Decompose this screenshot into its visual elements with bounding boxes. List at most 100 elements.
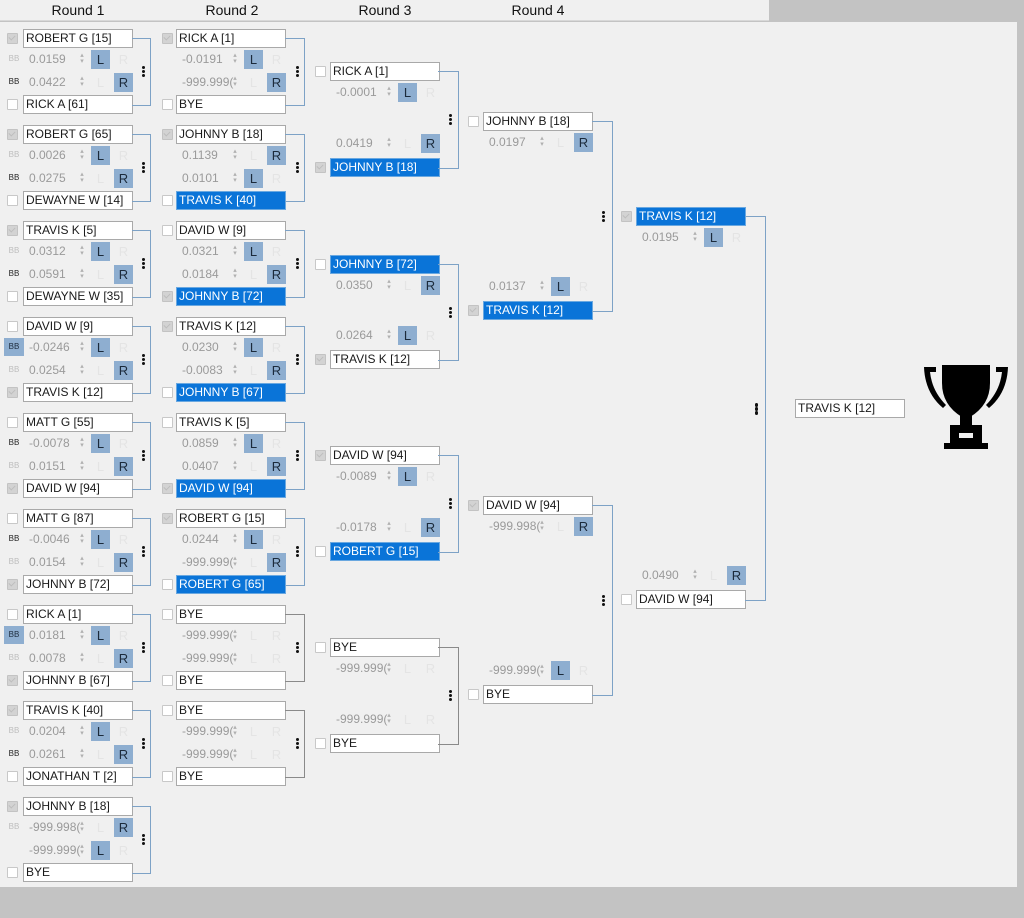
spinner-icon[interactable]: ▴▾ [539, 135, 545, 150]
spinner-icon[interactable]: ▴▾ [79, 75, 85, 90]
entrant-name-field[interactable]: TRAVIS K [40] [176, 191, 286, 210]
spin-up-icon[interactable]: ▴ [80, 628, 84, 635]
spin-down-icon[interactable]: ▾ [233, 442, 237, 449]
bb-toggle-button[interactable]: BB [8, 269, 20, 278]
entrant-name-field[interactable]: TRAVIS K [40] [23, 701, 133, 720]
advance-checkbox[interactable] [7, 483, 18, 494]
advance-checkbox[interactable] [315, 642, 326, 653]
pick-right-button[interactable]: R [118, 244, 129, 259]
spin-up-icon[interactable]: ▴ [80, 52, 84, 59]
pick-left-button[interactable]: L [244, 338, 263, 357]
pick-left-button[interactable]: L [244, 242, 263, 261]
spin-up-icon[interactable]: ▴ [387, 661, 391, 668]
spin-down-icon[interactable]: ▾ [387, 142, 391, 149]
spinner-icon[interactable]: ▴▾ [79, 532, 85, 547]
pick-left-button[interactable]: L [249, 651, 258, 666]
spin-up-icon[interactable]: ▴ [80, 75, 84, 82]
advance-checkbox[interactable] [162, 771, 173, 782]
advance-checkbox[interactable] [162, 609, 173, 620]
spinner-icon[interactable]: ▴▾ [386, 328, 392, 343]
spinner-icon[interactable]: ▴▾ [232, 532, 238, 547]
spin-down-icon[interactable]: ▾ [233, 273, 237, 280]
pick-left-button[interactable]: L [91, 434, 110, 453]
advance-checkbox[interactable] [468, 116, 479, 127]
spin-up-icon[interactable]: ▴ [233, 171, 237, 178]
spinner-icon[interactable]: ▴▾ [79, 724, 85, 739]
pick-right-button[interactable]: R [578, 279, 589, 294]
entrant-name-field[interactable]: RICK A [1] [23, 605, 133, 624]
spin-up-icon[interactable]: ▴ [540, 519, 544, 526]
entrant-name-field[interactable]: BYE [176, 701, 286, 720]
pick-right-button[interactable]: R [114, 745, 133, 764]
pick-left-button[interactable]: L [96, 651, 105, 666]
spin-down-icon[interactable]: ▾ [233, 81, 237, 88]
advance-checkbox[interactable] [7, 801, 18, 812]
spin-up-icon[interactable]: ▴ [80, 459, 84, 466]
spin-down-icon[interactable]: ▾ [233, 657, 237, 664]
advance-checkbox[interactable] [7, 129, 18, 140]
score-value[interactable]: 0.0407 [182, 459, 219, 473]
bb-toggle-button[interactable]: BB [8, 557, 20, 566]
score-value[interactable]: -999.999( [182, 747, 234, 761]
entrant-name-field[interactable]: JOHNNY B [67] [176, 383, 286, 402]
pick-left-button[interactable]: L [91, 722, 110, 741]
advance-checkbox[interactable] [621, 211, 632, 222]
spin-up-icon[interactable]: ▴ [540, 135, 544, 142]
advance-checkbox[interactable] [315, 450, 326, 461]
spinner-icon[interactable]: ▴▾ [692, 568, 698, 583]
pick-right-button[interactable]: R [114, 457, 133, 476]
spinner-icon[interactable]: ▴▾ [232, 628, 238, 643]
spinner-icon[interactable]: ▴▾ [386, 520, 392, 535]
pick-right-button[interactable]: R [118, 436, 129, 451]
entrant-name-field[interactable]: BYE [176, 767, 286, 786]
more-options-icon[interactable] [142, 642, 146, 654]
pick-right-button[interactable]: R [574, 517, 593, 536]
score-value[interactable]: 0.0195 [642, 230, 679, 244]
bb-toggle-button[interactable]: BB [4, 338, 24, 356]
score-value[interactable]: -999.999( [182, 651, 234, 665]
entrant-name-field[interactable]: TRAVIS K [5] [23, 221, 133, 240]
pick-right-button[interactable]: R [421, 134, 440, 153]
spinner-icon[interactable]: ▴▾ [232, 363, 238, 378]
pick-right-button[interactable]: R [271, 52, 282, 67]
spin-up-icon[interactable]: ▴ [693, 230, 697, 237]
more-options-icon[interactable] [296, 354, 300, 366]
spin-down-icon[interactable]: ▾ [387, 284, 391, 291]
spin-up-icon[interactable]: ▴ [80, 820, 84, 827]
advance-checkbox[interactable] [315, 162, 326, 173]
spin-up-icon[interactable]: ▴ [233, 747, 237, 754]
spin-down-icon[interactable]: ▾ [80, 250, 84, 257]
spin-down-icon[interactable]: ▾ [233, 730, 237, 737]
score-value[interactable]: 0.0154 [29, 555, 66, 569]
pick-left-button[interactable]: L [249, 724, 258, 739]
pick-right-button[interactable]: R [271, 651, 282, 666]
pick-left-button[interactable]: L [249, 267, 258, 282]
advance-checkbox[interactable] [7, 867, 18, 878]
more-options-icon[interactable] [296, 738, 300, 750]
pick-right-button[interactable]: R [271, 747, 282, 762]
spinner-icon[interactable]: ▴▾ [539, 279, 545, 294]
pick-right-button[interactable]: R [425, 469, 436, 484]
spin-up-icon[interactable]: ▴ [80, 148, 84, 155]
score-value[interactable]: -0.0083 [182, 363, 223, 377]
spin-up-icon[interactable]: ▴ [233, 340, 237, 347]
score-value[interactable]: 0.0026 [29, 148, 66, 162]
spinner-icon[interactable]: ▴▾ [232, 555, 238, 570]
pick-left-button[interactable]: L [96, 747, 105, 762]
entrant-name-field[interactable]: ROBERT G [65] [23, 125, 133, 144]
spin-up-icon[interactable]: ▴ [233, 75, 237, 82]
advance-checkbox[interactable] [7, 417, 18, 428]
champion-name[interactable]: TRAVIS K [12] [795, 399, 905, 418]
score-value[interactable]: -0.0191 [182, 52, 223, 66]
entrant-name-field[interactable]: BYE [176, 95, 286, 114]
spinner-icon[interactable]: ▴▾ [386, 278, 392, 293]
entrant-name-field[interactable]: TRAVIS K [5] [176, 413, 286, 432]
entrant-name-field[interactable]: JOHNNY B [18] [176, 125, 286, 144]
spin-up-icon[interactable]: ▴ [233, 651, 237, 658]
pick-left-button[interactable]: L [249, 459, 258, 474]
pick-left-button[interactable]: L [91, 338, 110, 357]
spin-down-icon[interactable]: ▾ [80, 561, 84, 568]
pick-right-button[interactable]: R [271, 724, 282, 739]
advance-checkbox[interactable] [468, 305, 479, 316]
pick-right-button[interactable]: R [114, 553, 133, 572]
